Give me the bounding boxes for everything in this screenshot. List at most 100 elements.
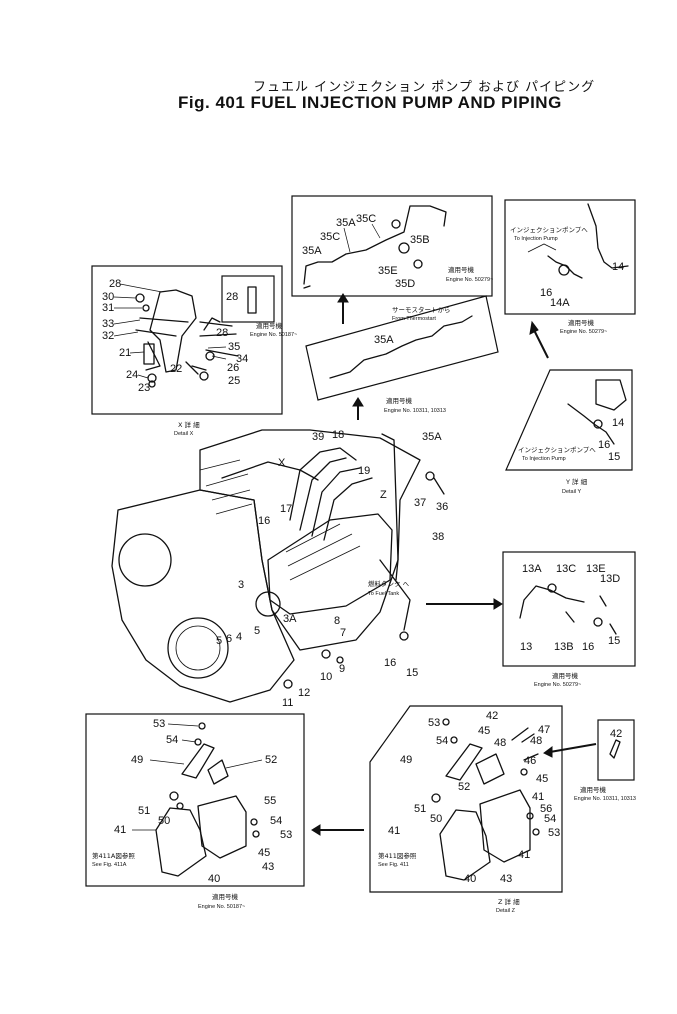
detail-x-frame bbox=[91, 265, 283, 415]
label-55-left: 55 bbox=[264, 795, 276, 807]
label-34: 35 bbox=[228, 341, 240, 353]
label-35e: 35E bbox=[378, 265, 398, 277]
washer-29 bbox=[135, 293, 145, 303]
label-44-z: 43 bbox=[500, 873, 512, 885]
label-17: 16 bbox=[258, 515, 270, 527]
label-14: 14 bbox=[612, 261, 624, 273]
label-49-left: 49 bbox=[131, 754, 143, 766]
nut-25 bbox=[199, 371, 209, 381]
label-16-right: 16 bbox=[582, 641, 594, 653]
label-13b: 13B bbox=[554, 641, 574, 653]
label-13c: 13C bbox=[556, 563, 576, 575]
label-15-y: 15 bbox=[608, 451, 620, 463]
part-43-panel: 42 適用号機 Engine No. 10311, 10313 bbox=[543, 719, 636, 802]
label-31: 32 bbox=[102, 330, 114, 342]
label-16-y: 16 bbox=[598, 439, 610, 451]
to-pump-jp: インジェクションポンプへ bbox=[510, 226, 588, 234]
see-411: See Fig. 411 bbox=[378, 862, 409, 868]
fuel-tank-en: To Fuel Tank bbox=[368, 591, 399, 597]
label-43-inset: 42 bbox=[610, 728, 622, 740]
label-35d: 35D bbox=[395, 278, 415, 290]
bolt-35d bbox=[413, 259, 423, 269]
label-35b: 35A bbox=[336, 217, 356, 229]
injection-pipes bbox=[289, 447, 373, 541]
fins bbox=[199, 459, 253, 515]
filter-panel-left: 53 54 49 52 51 50 55 54 53 41 45 43 40 第… bbox=[85, 713, 305, 910]
pipe-14 bbox=[587, 203, 629, 269]
lower-engine-label: Engine No. 10311, 10313 bbox=[384, 408, 446, 414]
see-411a: See Fig. 411A bbox=[92, 862, 127, 868]
label-18: 17 bbox=[280, 503, 292, 515]
pipe-35-frame-top bbox=[291, 195, 493, 297]
fitting-52-left bbox=[207, 759, 229, 785]
label-10: 10 bbox=[320, 671, 332, 683]
label-15: 15 bbox=[406, 667, 418, 679]
nut-35e bbox=[398, 242, 410, 254]
pump-lines bbox=[285, 523, 361, 581]
pipe-35-frame-lower bbox=[305, 295, 499, 401]
label-15-right: 15 bbox=[608, 635, 620, 647]
pipe-14-frame bbox=[504, 199, 636, 315]
label-32: 33 bbox=[102, 318, 114, 330]
label-52-z: 52 bbox=[458, 781, 470, 793]
top-applicable-jp: 適用号機 bbox=[448, 265, 475, 274]
bolts-z bbox=[511, 727, 539, 761]
detail-z-jp: Z 詳 細 bbox=[498, 897, 520, 906]
label-11: 11 bbox=[282, 697, 293, 709]
label-14-y: 14 bbox=[612, 417, 624, 429]
head-cover bbox=[221, 461, 319, 481]
label-5: 5 bbox=[216, 635, 222, 647]
label-49-z: 49 bbox=[400, 754, 412, 766]
pipe-end bbox=[303, 285, 311, 289]
detail-z-frame bbox=[369, 705, 563, 893]
pipe-35-lower bbox=[329, 315, 473, 379]
label-53b-z: 53 bbox=[548, 827, 560, 839]
label-22: 22 bbox=[170, 363, 182, 375]
label-54b-left: 54 bbox=[270, 815, 282, 827]
p43-engine-label: Engine No. 10311, 10313 bbox=[574, 796, 636, 802]
detail-y-jp: Y 詳 細 bbox=[565, 477, 588, 486]
label-23: 23 bbox=[138, 382, 150, 394]
label-38: 38 bbox=[432, 531, 444, 543]
label-25: 25 bbox=[228, 375, 240, 387]
pipe-13 bbox=[519, 585, 585, 619]
view-z-marker: Z bbox=[380, 489, 387, 501]
lower-applicable-jp: 適用号機 bbox=[386, 396, 413, 405]
see-411-jp: 第411図参照 bbox=[378, 851, 417, 860]
label-47-z: 47 bbox=[538, 724, 550, 736]
view-x-marker: X bbox=[278, 457, 286, 469]
part-43-frame bbox=[597, 719, 635, 781]
detail-z-en: Detail Z bbox=[496, 908, 516, 914]
label-45b-z: 45 bbox=[536, 773, 548, 785]
label-13a: 13A bbox=[522, 563, 542, 575]
nut-33 bbox=[205, 351, 215, 361]
bolt-43 bbox=[609, 739, 621, 759]
fuel-line-35 bbox=[381, 433, 399, 581]
label-20: 19 bbox=[358, 465, 370, 477]
label-51-z: 51 bbox=[414, 803, 426, 815]
p43-applicable-jp: 適用号機 bbox=[580, 785, 607, 794]
label-16: 16 bbox=[384, 657, 396, 669]
joint-35c bbox=[391, 219, 401, 229]
x-applicable-jp: 適用号機 bbox=[256, 321, 283, 330]
filter-left-applicable-jp: 適用号機 bbox=[212, 892, 239, 901]
label-9: 9 bbox=[339, 663, 345, 675]
label-48-z-a: 48 bbox=[494, 737, 506, 749]
label-51-left: 51 bbox=[138, 805, 150, 817]
engine-block bbox=[199, 429, 421, 651]
joint-y bbox=[593, 419, 603, 429]
see-411a-jp: 第411A図参照 bbox=[92, 851, 135, 860]
pipe-35-top-panel: 35A 35C 35C 35A 35B 35E 35D 適用号機 Engine … bbox=[291, 195, 499, 420]
label-35c: 35C bbox=[356, 213, 376, 225]
label-13e: 13E bbox=[586, 563, 606, 575]
p13-applicable-jp: 適用号機 bbox=[552, 671, 579, 680]
label-36: 36 bbox=[436, 501, 448, 513]
detail-x-jp: X 詳 細 bbox=[178, 420, 200, 429]
label-46-z: 46 bbox=[524, 755, 536, 767]
pipe-13-panel: 13A 13C 13E 13D 13 13B 16 15 適用号機 Engine… bbox=[502, 551, 636, 688]
label-42-z: 41 bbox=[388, 825, 400, 837]
engine-assembly: 39 18 35A 19 16 17 37 36 38 3 5 6 4 5 3A… bbox=[111, 429, 503, 709]
label-54b-z: 54 bbox=[544, 813, 556, 825]
label-41b-z: 41 bbox=[518, 849, 530, 861]
label-50-left: 50 bbox=[158, 815, 170, 827]
